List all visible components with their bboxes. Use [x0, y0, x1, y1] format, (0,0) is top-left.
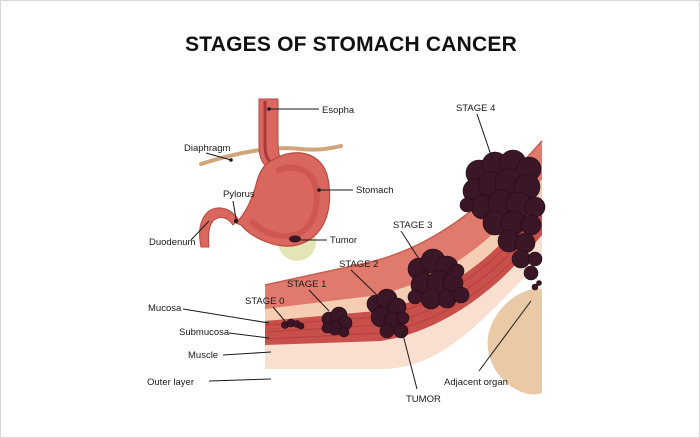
- adjacent-organ: [487, 288, 542, 395]
- label-stage-3: STAGE 3: [393, 220, 432, 231]
- tumor-stage-2: [366, 288, 410, 339]
- tumor-stage-0: [281, 318, 305, 330]
- tumor-stage-4: [459, 149, 546, 291]
- wall-submucosa-layer: [265, 177, 542, 321]
- label-submucosa: Submucosa: [179, 327, 230, 338]
- tumor-stage-3: [407, 248, 470, 310]
- page-title: STAGES OF STOMACH CANCER: [185, 33, 517, 56]
- label-esophagus: Esopha: [322, 105, 355, 116]
- stage-leaders: [272, 113, 494, 322]
- label-pylorus: Pylorus: [223, 189, 255, 200]
- stomach-illustration: [199, 98, 343, 261]
- label-tumor: Tumor: [330, 235, 357, 246]
- label-stage-1: STAGE 1: [287, 279, 326, 290]
- label-stage-4: STAGE 4: [456, 103, 495, 114]
- label-outer-layer: Outer layer: [147, 377, 194, 388]
- label-muscle: Muscle: [188, 350, 218, 361]
- pylorus-marker: [234, 219, 238, 223]
- stomach-leaders: [190, 107, 353, 241]
- duodenum: [199, 207, 239, 248]
- label-diaphragm: Diaphragm: [184, 143, 231, 154]
- label-stage-0: STAGE 0: [245, 296, 284, 307]
- tumor-stage-1: [321, 306, 353, 338]
- label-stage-2: STAGE 2: [339, 259, 378, 270]
- label-duodenum: Duodenum: [149, 237, 196, 248]
- diaphragm-band: [199, 144, 343, 166]
- stomach-body: [234, 152, 331, 247]
- label-tumor-bottom: TUMOR: [406, 394, 441, 405]
- label-stomach: Stomach: [356, 185, 394, 196]
- stomach-inner: [248, 164, 320, 239]
- label-adjacent-organ: Adjacent organ: [444, 377, 508, 388]
- stomach-tumor: [289, 235, 301, 243]
- bottom-leaders: [401, 300, 532, 390]
- label-mucosa: Mucosa: [148, 303, 182, 314]
- layer-leaders: [182, 308, 272, 382]
- wall-outer-layer: [265, 233, 542, 369]
